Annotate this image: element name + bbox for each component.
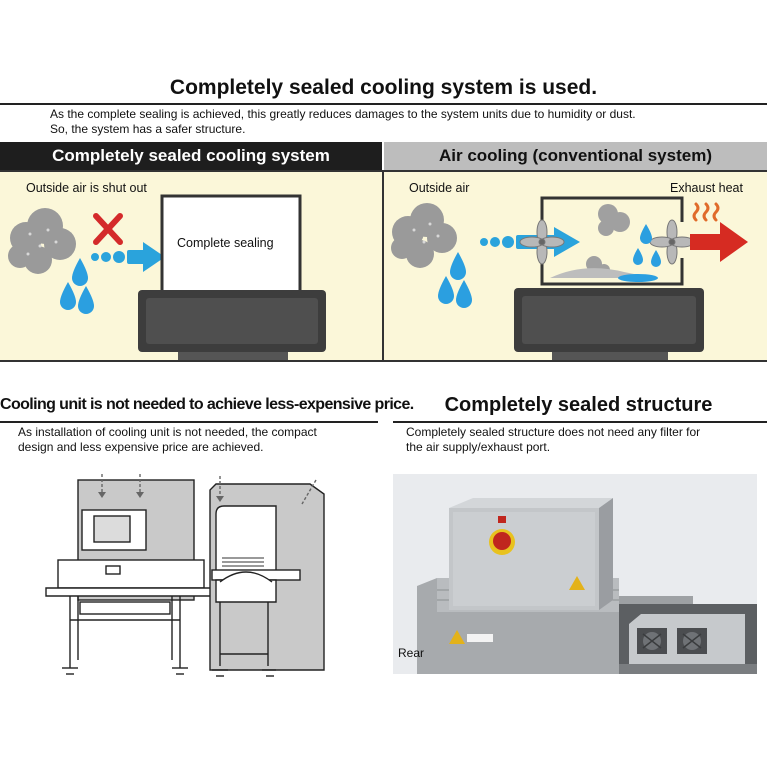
machine-base — [514, 288, 704, 360]
water-drops-icon — [60, 258, 94, 314]
sealed-body-line-1: Completely sealed structure does not nee… — [406, 425, 701, 439]
sealed-enclosure — [160, 194, 302, 298]
cabinet-icon — [449, 498, 613, 610]
sealed-system-diagram — [8, 194, 326, 360]
exhaust-heat-label: Exhaust heat — [670, 181, 743, 195]
cooling-unit-title: Cooling unit is not needed to achieve le… — [0, 396, 414, 413]
dust-cloud-icon — [391, 203, 457, 268]
dust-cloud-icon — [8, 208, 76, 274]
inset-rear-photo — [619, 604, 757, 674]
open-enclosure — [540, 196, 684, 286]
title-divider — [0, 103, 767, 105]
intake-fan-icon — [519, 219, 565, 265]
panel-divider — [382, 170, 384, 362]
internal-drops-icon — [618, 224, 661, 282]
outside-air-shut-label: Outside air is shut out — [26, 181, 147, 195]
sealed-body-line-2: the air supply/exhaust port. — [406, 440, 551, 454]
water-drops-icon — [438, 252, 472, 308]
page-title: Completely sealed cooling system is used… — [169, 76, 598, 99]
emergency-stop-icon — [489, 516, 515, 555]
heat-waves-icon — [692, 202, 720, 222]
intro-line-1: As the complete sealing is achieved, thi… — [50, 107, 636, 121]
machine-base — [138, 290, 326, 360]
sealed-system-heading: Completely sealed cooling system — [0, 142, 382, 170]
machine-photo — [393, 474, 757, 674]
air-cooling-diagram — [391, 196, 748, 360]
cooling-body-line-1: As installation of cooling unit is not n… — [18, 425, 317, 439]
machine-line-drawings — [45, 474, 325, 677]
blocked-cross-icon — [93, 213, 123, 245]
front-view-drawing — [45, 474, 213, 675]
side-view-drawing — [209, 476, 325, 677]
rear-label: Rear — [398, 646, 425, 660]
exhaust-arrow-icon — [690, 222, 748, 262]
intro-line-2: So, the system has a safer structure. — [50, 122, 246, 136]
sealed-structure-title: Completely sealed structure — [444, 394, 713, 416]
air-arrow-icon — [91, 242, 165, 272]
exhaust-fan-icon — [649, 219, 695, 265]
complete-sealing-label: Complete sealing — [177, 236, 274, 250]
cooling-section-divider — [0, 421, 378, 423]
sealed-section-divider — [393, 421, 767, 423]
cooling-body-line-2: design and less expensive price are achi… — [18, 440, 264, 454]
outside-air-label: Outside air — [409, 181, 470, 195]
radiation-warning-icon — [449, 576, 585, 644]
air-cooling-heading: Air cooling (conventional system) — [384, 142, 767, 170]
